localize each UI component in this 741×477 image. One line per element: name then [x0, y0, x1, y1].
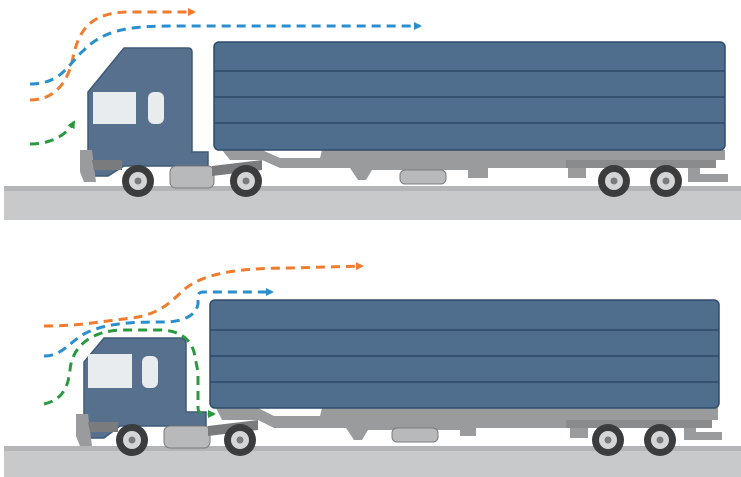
cab-rear-wheel	[230, 165, 262, 197]
trailer-box	[210, 300, 719, 408]
fuel-tank	[400, 170, 446, 184]
side-tank	[170, 166, 214, 188]
cab-rear-wheel	[224, 424, 256, 456]
cab-front-wheel	[122, 165, 154, 197]
scene-standard-truck	[4, 12, 741, 220]
windshield	[88, 354, 132, 388]
cab-front-wheel	[116, 424, 148, 456]
trailer-box	[214, 42, 725, 150]
trailer-wheel-1	[592, 424, 624, 456]
airflow-bottom	[30, 122, 74, 144]
side-tank	[164, 426, 210, 448]
trailer-wheel-2	[644, 424, 676, 456]
trailer-wheel-1	[598, 165, 630, 197]
side-window	[142, 356, 158, 388]
windshield	[93, 92, 136, 124]
scene-truck-with-deflector	[4, 266, 741, 477]
road	[4, 186, 741, 220]
trailer-wheel-2	[650, 165, 682, 197]
road	[4, 446, 741, 477]
side-window	[148, 92, 164, 124]
fuel-tank	[392, 428, 438, 442]
